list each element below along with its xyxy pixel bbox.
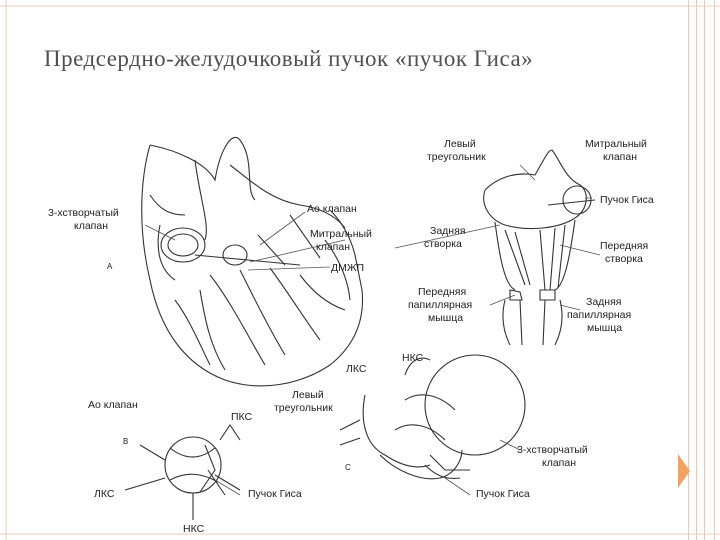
tricuspid-bottom-2: клапан xyxy=(542,457,576,469)
anterior-papillary-2: папиллярная xyxy=(408,299,472,311)
left-triangle-top-2: треугольник xyxy=(427,151,486,163)
next-arrow-icon[interactable] xyxy=(678,454,690,488)
lks-mid-label: ЛКС xyxy=(346,363,367,375)
right-decor-stripes xyxy=(684,0,720,540)
leader-lines xyxy=(144,164,601,496)
left-triangle-mid-2: треугольник xyxy=(274,402,333,414)
posterior-papillary-3: мышца xyxy=(587,322,622,334)
letter-c-label: C xyxy=(345,463,351,472)
mitral-mid-label-1: Митральный xyxy=(310,228,372,240)
posterior-papillary-1: Задняя xyxy=(586,296,621,308)
anterior-papillary-1: Передняя xyxy=(418,286,466,298)
posterior-leaflet-1: Задняя xyxy=(430,225,465,237)
lks-bottom-label: ЛКС xyxy=(94,488,115,500)
pks-label: ПКС xyxy=(231,411,253,423)
tricuspid-bottom-1: 3-хстворчатый xyxy=(517,444,588,456)
mitral-top-2: клапан xyxy=(603,151,637,163)
his-bundle-bottom-left: Пучок Гиса xyxy=(248,488,302,500)
tricuspid-label-2: клапан xyxy=(74,220,108,232)
letter-b-label: B xyxy=(123,437,128,446)
aortic-root-b xyxy=(124,424,241,520)
his-bundle-bottom-right: Пучок Гиса xyxy=(476,488,530,500)
letter-a-label: A xyxy=(107,262,113,271)
anterior-leaflet-1: Передняя xyxy=(600,240,648,252)
ao-valve-label-top: Ао клапан xyxy=(307,203,357,215)
nks-bottom-label: НКС xyxy=(183,523,205,535)
slide-title: Предсердно-желудочковый пучок «пучок Гис… xyxy=(44,46,534,71)
dmzhp-label: ДМЖП xyxy=(331,262,364,274)
mitral-mid-label-2: клапан xyxy=(316,241,350,253)
figure-labels: 3-хстворчатый клапан Ао клапан Митральны… xyxy=(48,138,654,535)
mitral-top-1: Митральный xyxy=(585,138,647,150)
tricuspid-section-c xyxy=(339,354,526,480)
anterior-papillary-3: мышца xyxy=(428,312,463,324)
ao-valve-bottom-label: Ао клапан xyxy=(88,399,138,411)
tricuspid-label-1: 3-хстворчатый xyxy=(48,207,119,219)
nks-mid-label: НКС xyxy=(402,352,424,364)
anterior-leaflet-2: створка xyxy=(605,253,643,265)
posterior-leaflet-2: створка xyxy=(424,238,462,250)
posterior-papillary-2: папиллярная xyxy=(567,309,631,321)
his-bundle-top-label: Пучок Гиса xyxy=(600,194,654,206)
left-triangle-mid-1: Левый xyxy=(292,389,324,401)
mitral-valve-figure xyxy=(483,149,596,346)
left-triangle-top-1: Левый xyxy=(444,138,476,150)
